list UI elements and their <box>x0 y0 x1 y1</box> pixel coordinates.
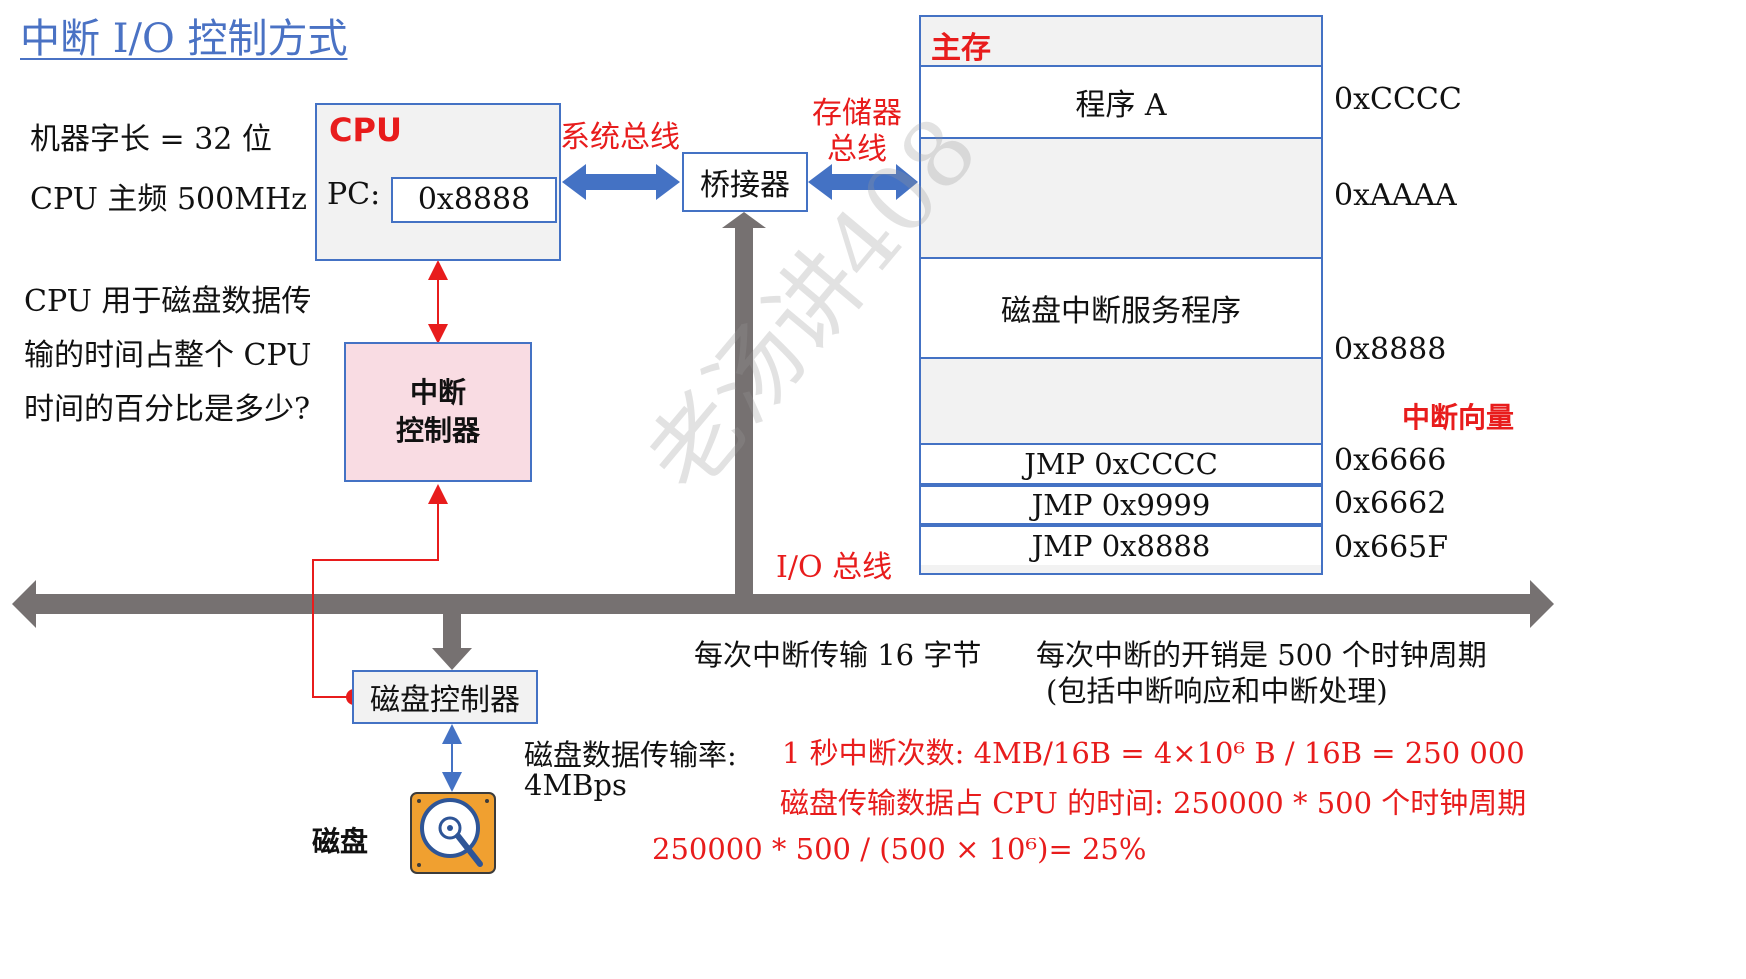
interrupt-overhead-detail: (包括中断响应和中断处理) <box>1046 674 1388 708</box>
interrupt-controller-line-2: 控制器 <box>395 414 480 447</box>
disk-controller: 磁盘控制器 <box>352 670 538 724</box>
vector-row-2: JMP 0x9999 <box>921 485 1321 525</box>
vector-row-1: JMP 0xCCCC <box>921 443 1321 485</box>
address-8888: 0x8888 <box>1334 332 1447 367</box>
disk-controller-bus-arrow <box>432 614 472 670</box>
interrupt-overhead-note: 每次中断的开销是 500 个时钟周期 <box>1036 638 1487 672</box>
calc-interrupts-per-second: 1 秒中断次数: 4MB/16B = 4×10⁶ B / 16B = 250 0… <box>782 736 1525 770</box>
main-memory: 主存 程序 A 磁盘中断服务程序 JMP 0xCCCC JMP 0x9999 J… <box>919 15 1323 575</box>
bridge-bus-arrow <box>722 212 766 596</box>
memory-bus-label-line-1: 存储器 <box>812 96 902 131</box>
address-aaaa: 0xAAAA <box>1334 178 1457 213</box>
address-6666: 0x6666 <box>1334 443 1447 478</box>
bytes-per-interrupt-note: 每次中断传输 16 字节 <box>694 638 982 672</box>
page-title: 中断 I/O 控制方式 <box>20 16 348 62</box>
interrupt-request-line <box>312 484 448 698</box>
io-bus-label: I/O 总线 <box>776 550 893 585</box>
disk-rate-line-2: 4MBps <box>524 768 627 802</box>
question-line-2: 输的时间占整个 CPU <box>24 338 312 373</box>
cpu-frequency-text: CPU 主频 500MHz <box>30 182 307 217</box>
memory-row-program-a: 程序 A <box>921 65 1321 137</box>
memory-row-empty-2 <box>921 357 1321 443</box>
memory-row-empty-1 <box>921 137 1321 257</box>
cpu-box: CPU PC: 0x8888 <box>315 103 561 261</box>
io-bus-arrow <box>12 580 1554 628</box>
word-length-text: 机器字长 = 32 位 <box>30 122 272 157</box>
memory-bus-arrow <box>808 164 918 200</box>
bridge-box: 桥接器 <box>682 152 808 212</box>
interrupt-controller-line-1: 中断 <box>409 376 466 409</box>
pc-label: PC: <box>327 177 381 212</box>
main-memory-label: 主存 <box>931 31 991 66</box>
disk-icon <box>410 792 496 874</box>
interrupt-vector-label: 中断向量 <box>1402 401 1515 434</box>
memory-row-disk-isr: 磁盘中断服务程序 <box>921 257 1321 357</box>
cpu-label: CPU <box>329 111 402 149</box>
question-line-3: 时间的百分比是多少? <box>24 392 311 427</box>
disk-label: 磁盘 <box>312 825 369 858</box>
address-665f: 0x665F <box>1334 530 1449 565</box>
calc-percentage: 250000 * 500 / (500 × 10⁶)= 25% <box>652 832 1147 866</box>
address-cccc: 0xCCCC <box>1334 82 1462 117</box>
system-bus-label: 系统总线 <box>560 120 680 155</box>
system-bus-arrow <box>562 164 680 200</box>
question-line-1: CPU 用于磁盘数据传 <box>24 284 312 319</box>
memory-bus-label-line-2: 总线 <box>827 132 887 167</box>
interrupt-controller: 中断 控制器 <box>344 342 532 482</box>
memory-bus-label: 存储器 总线 <box>812 96 902 168</box>
address-6662: 0x6662 <box>1334 486 1447 521</box>
calc-cpu-time: 磁盘传输数据占 CPU 的时间: 250000 * 500 个时钟周期 <box>780 786 1527 820</box>
pc-register: 0x8888 <box>391 177 557 223</box>
disk-rate-line-1: 磁盘数据传输率: <box>524 738 737 772</box>
vector-row-3: JMP 0x8888 <box>921 525 1321 565</box>
